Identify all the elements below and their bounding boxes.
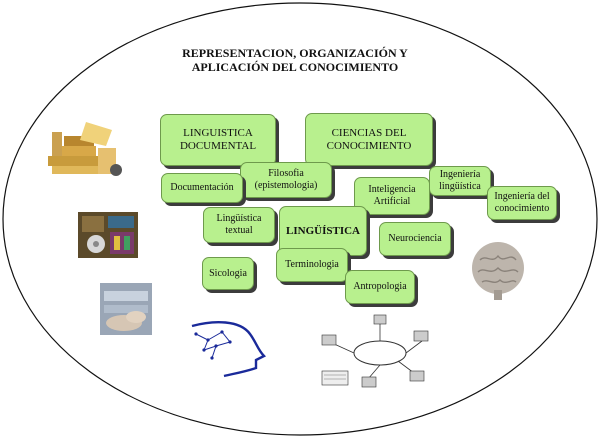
box-ciencias-conocimiento: CIENCIAS DEL CONOCIMIENTO bbox=[305, 113, 433, 166]
box-linguistica-documental: LINGUISTICA DOCUMENTAL bbox=[160, 114, 276, 166]
desk-collage-icon bbox=[78, 212, 138, 258]
books-icon bbox=[48, 122, 122, 176]
head-network-icon bbox=[191, 321, 267, 378]
brain-icon bbox=[472, 242, 524, 300]
title-line-1: REPRESENTACION, ORGANIZACIÓN Y bbox=[182, 46, 408, 60]
typing-hands-icon bbox=[100, 283, 152, 335]
diagram-title: REPRESENTACION, ORGANIZACIÓN Y APLICACIÓ… bbox=[150, 46, 440, 74]
box-inteligencia-artificial: Inteligencia Artificial bbox=[354, 177, 430, 215]
computer-network-icon bbox=[321, 314, 429, 388]
box-linguistica-textual: Lingüística textual bbox=[203, 207, 275, 243]
box-filosofia: Filosofia (epistemologia) bbox=[240, 162, 332, 198]
title-line-2: APLICACIÓN DEL CONOCIMIENTO bbox=[191, 60, 399, 74]
box-sicologia: Sicologia bbox=[202, 257, 254, 290]
box-antropologia: Antropologia bbox=[345, 270, 415, 304]
box-terminologia: Terminologia bbox=[276, 248, 348, 282]
box-ingenieria-conocimiento: Ingeniería del conocimiento bbox=[487, 186, 557, 220]
box-ingenieria-linguistica: Ingeniería lingüística bbox=[429, 166, 491, 196]
box-documentacion: Documentación bbox=[161, 173, 243, 203]
box-neurociencia: Neurociencia bbox=[379, 222, 451, 256]
